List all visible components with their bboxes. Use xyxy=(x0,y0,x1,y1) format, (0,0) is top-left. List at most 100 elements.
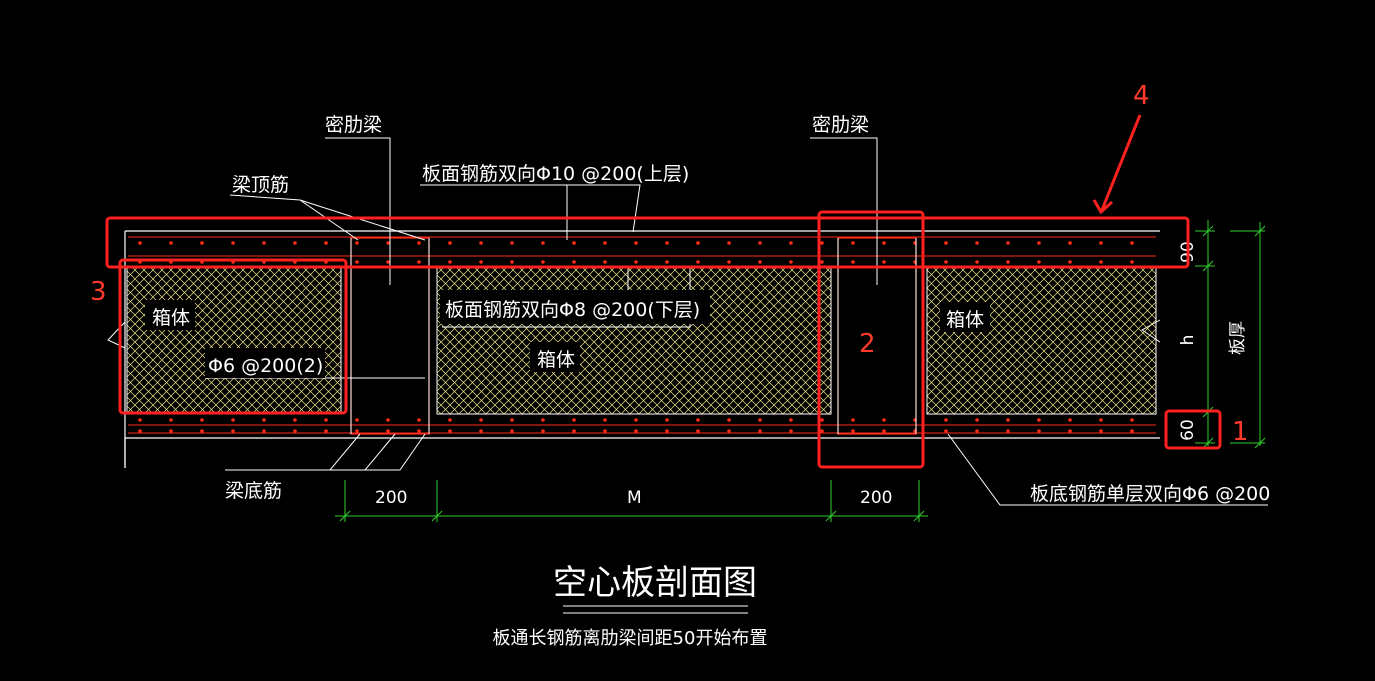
hollow-box-right xyxy=(926,265,1157,415)
rebar-dot xyxy=(851,418,855,422)
rebar-dot xyxy=(727,241,731,245)
rebar-dot xyxy=(634,418,638,422)
rebar-dot xyxy=(1037,418,1041,422)
rebar-dot xyxy=(355,260,359,264)
rebar-dot xyxy=(882,260,886,264)
hollow-box-middle xyxy=(436,265,832,415)
rebar-dot xyxy=(603,260,607,264)
rib-beam-right-label: 密肋梁 xyxy=(812,114,869,136)
rebar-dot xyxy=(1068,241,1072,245)
rebar-dots xyxy=(138,241,1134,433)
labels: 密肋梁 密肋梁 梁顶筋 板面钢筋双向Φ10 @200(上层) 板面钢筋双向Φ8 … xyxy=(145,114,1270,649)
rib-beam-left-label: 密肋梁 xyxy=(325,114,382,136)
rebar-dot xyxy=(665,241,669,245)
rebar-dot xyxy=(510,260,514,264)
box-left-label: 箱体 xyxy=(152,307,190,329)
rebar-dot xyxy=(696,241,700,245)
rebar-dot xyxy=(355,429,359,433)
leader-lines xyxy=(205,137,1268,506)
rebar-dot xyxy=(944,418,948,422)
rebar-dot xyxy=(1068,429,1072,433)
thickness-label: 板厚 xyxy=(1228,321,1248,355)
arrow-4 xyxy=(1100,114,1142,211)
rebar-dot xyxy=(1006,260,1010,264)
rebar-dot xyxy=(789,241,793,245)
rebar-dot xyxy=(727,260,731,264)
rebar-dot xyxy=(882,418,886,422)
rebar-dot xyxy=(603,429,607,433)
box-right-label: 箱体 xyxy=(946,309,984,331)
rebar-dot xyxy=(882,241,886,245)
rebar-dot xyxy=(324,418,328,422)
rebar-dot xyxy=(944,241,948,245)
rebar-dot xyxy=(820,241,824,245)
rebar-dot xyxy=(758,260,762,264)
rebar-dot xyxy=(1068,260,1072,264)
rebar-dot xyxy=(789,429,793,433)
rebar-dot xyxy=(634,241,638,245)
hollow-box-left xyxy=(126,265,342,415)
rebar-dot xyxy=(851,429,855,433)
rebar-dot xyxy=(1130,260,1134,264)
rebar-dot xyxy=(541,241,545,245)
rebar-dot xyxy=(262,241,266,245)
rebar-dot xyxy=(634,429,638,433)
rebar-dot xyxy=(1006,429,1010,433)
hollow-boxes xyxy=(126,265,1157,415)
rebar-dot xyxy=(851,260,855,264)
rebar-dot xyxy=(696,418,700,422)
rebar-dot xyxy=(944,429,948,433)
drawing-title: 空心板剖面图 xyxy=(553,563,757,603)
rebar-dot xyxy=(231,241,235,245)
highlight-2 xyxy=(817,210,925,469)
rebar-dot xyxy=(1037,429,1041,433)
bottom-rebar-label: 板底钢筋单层双向Φ6 @200 xyxy=(1030,483,1270,505)
rebar-dot xyxy=(386,418,390,422)
rebar-dot xyxy=(324,241,328,245)
rebar-dot xyxy=(1037,241,1041,245)
rebar-dot xyxy=(138,429,142,433)
rebar-dot xyxy=(944,260,948,264)
rebar-dot xyxy=(1068,418,1072,422)
rebar-dot xyxy=(169,429,173,433)
rebar-dot xyxy=(727,418,731,422)
dim-rib-right: 200 xyxy=(860,488,892,508)
beam-bottom-bar-label: 梁底筋 xyxy=(225,480,282,502)
rebar-dot xyxy=(975,241,979,245)
rebar-dot xyxy=(1099,260,1103,264)
rebar-dot xyxy=(417,241,421,245)
rebar-dot xyxy=(479,260,483,264)
marker-3: 3 xyxy=(90,277,107,307)
rebar-dot xyxy=(448,418,452,422)
dim-bottom-layer: 60 xyxy=(1178,419,1198,441)
rebar-dot xyxy=(572,260,576,264)
marker-2: 2 xyxy=(859,329,876,359)
rebar-dot xyxy=(882,429,886,433)
rebar-dot xyxy=(572,241,576,245)
rebar-dot xyxy=(572,418,576,422)
rebar-dot xyxy=(789,418,793,422)
rebar-dot xyxy=(1099,241,1103,245)
top-rebar-label: 板面钢筋双向Φ10 @200(上层) xyxy=(422,163,689,185)
rebar-dot xyxy=(758,429,762,433)
rebar-dot xyxy=(417,429,421,433)
rebar-dot xyxy=(510,429,514,433)
rebar-dot xyxy=(386,260,390,264)
highlight-3 xyxy=(118,258,348,415)
rebar-dot xyxy=(975,429,979,433)
dim-span: M xyxy=(627,488,642,508)
lower-rebar-label: 板面钢筋双向Φ8 @200(下层) xyxy=(445,299,700,321)
rebar-dot xyxy=(293,418,297,422)
drawing-subtitle: 板通长钢筋离肋梁间距50开始布置 xyxy=(493,628,768,649)
marker-4: 4 xyxy=(1133,81,1150,111)
marker-1: 1 xyxy=(1232,417,1249,447)
rebar-dot xyxy=(417,260,421,264)
highlight-4 xyxy=(105,216,1190,269)
rebar-dot xyxy=(510,241,514,245)
rebar-dot xyxy=(696,260,700,264)
rebar-dot xyxy=(975,418,979,422)
slab-rebar-lines xyxy=(128,236,1156,434)
beam-top-bar-label: 梁顶筋 xyxy=(232,174,289,196)
rebar-dot xyxy=(324,429,328,433)
rebar-dot xyxy=(1006,241,1010,245)
